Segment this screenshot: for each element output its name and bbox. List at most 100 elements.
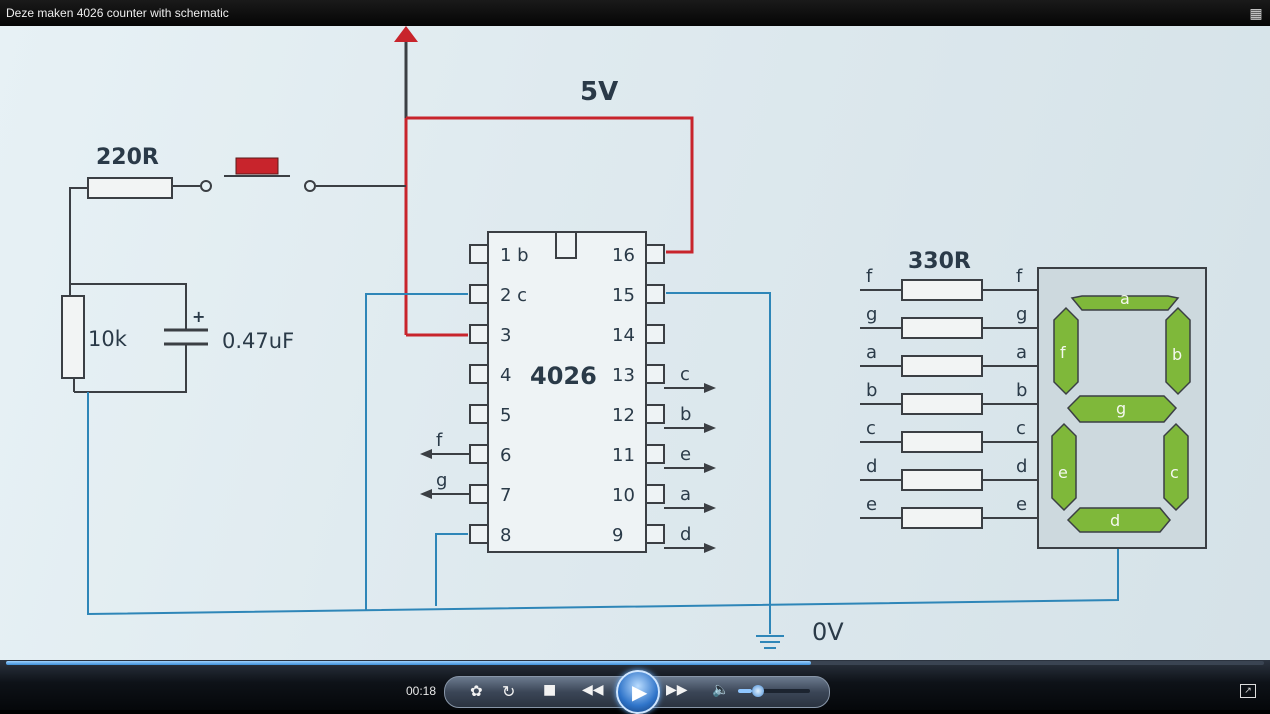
ic-pin-label: 5 [500, 405, 511, 426]
segment-label: c [1170, 463, 1179, 482]
resistor-out-label: b [1016, 380, 1027, 401]
volume-slider[interactable] [738, 685, 810, 697]
segment-b [1165, 306, 1191, 396]
segment-f [1053, 306, 1079, 396]
ic-pin-label: 2 c [500, 285, 527, 306]
push-button-icon [235, 157, 279, 175]
ic-pin-3 [469, 324, 489, 344]
output-label: c [680, 364, 690, 385]
ic-pin-9 [645, 524, 665, 544]
segment-d [1066, 507, 1171, 533]
capacitor-polarity: + [192, 307, 205, 326]
segment-label: f [1060, 343, 1066, 362]
restore-icon[interactable]: ▦ [1249, 5, 1263, 21]
ic-pin-7 [469, 484, 489, 504]
ic-name: 4026 [530, 362, 597, 390]
ic-pin-5 [469, 404, 489, 424]
arrow-left-icon [420, 489, 432, 499]
resistor-out-label: f [1016, 266, 1023, 287]
segment-label: g [1116, 399, 1126, 418]
output-label: b [680, 404, 691, 425]
ic-pin-2 [469, 284, 489, 304]
resistor-10k [61, 295, 85, 379]
arrow-right-icon [704, 383, 716, 393]
resistor-in-label: d [866, 456, 877, 477]
ic-pin-label: 13 [612, 365, 635, 386]
resistor-c [901, 431, 983, 453]
resistor-e [901, 507, 983, 529]
input-resistor-label: 220R [96, 145, 159, 170]
fullscreen-icon[interactable]: ↗ [1240, 684, 1256, 698]
seek-bar[interactable] [6, 661, 1264, 665]
resistor-in-label: e [866, 494, 877, 515]
current-time: 00:18 [406, 684, 437, 698]
play-button[interactable]: ▶ [616, 670, 660, 714]
play-icon: ▶ [632, 680, 648, 704]
arrow-right-icon [704, 463, 716, 473]
segment-e [1051, 422, 1077, 512]
ic-pin-label: 12 [612, 405, 635, 426]
resistor-a [901, 355, 983, 377]
rewind-icon[interactable]: ◀◀ [582, 682, 604, 698]
resistor-out-label: g [1016, 304, 1027, 325]
output-label: f [436, 430, 443, 451]
volume-icon[interactable]: 🔈 [712, 682, 730, 698]
ic-pin-12 [645, 404, 665, 424]
supply-label: 5V [580, 77, 618, 107]
ic-pin-13 [645, 364, 665, 384]
ic-pin-label: 4 [500, 365, 511, 386]
output-label: e [680, 444, 691, 465]
resistor-in-label: g [866, 304, 877, 325]
resistor-out-label: a [1016, 342, 1027, 363]
pulldown-resistor-label: 10k [88, 327, 128, 351]
input-network [61, 157, 406, 393]
window-title: Deze maken 4026 counter with schematic [6, 6, 229, 20]
segment-resistor-label: 330R [908, 249, 971, 274]
ic-pin-label: 10 [612, 485, 635, 506]
output-label: a [680, 484, 691, 505]
resistor-g [901, 317, 983, 339]
resistor-in-label: f [866, 266, 873, 287]
ic-pin-10 [645, 484, 665, 504]
stop-icon[interactable]: ■ [543, 682, 557, 698]
switch-view-icon[interactable]: ✿ [470, 682, 483, 700]
ic-pin-14 [645, 324, 665, 344]
resistor-out-label: e [1016, 494, 1027, 515]
volume-level [738, 689, 753, 693]
ic-pin-16 [645, 244, 665, 264]
video-frame[interactable]: 5V 220R 10k 0.47uF + [0, 26, 1270, 660]
segment-g [1066, 395, 1178, 423]
ic-pin-8 [469, 524, 489, 544]
repeat-icon[interactable]: ↻ [502, 682, 516, 701]
ic-pin-label: 8 [500, 525, 511, 546]
seek-progress [6, 661, 812, 665]
ic-pin-label: 6 [500, 445, 511, 466]
ic-pin-label: 3 [500, 325, 511, 346]
arrow-right-icon [704, 543, 716, 553]
ic-pin-6 [469, 444, 489, 464]
volume-knob[interactable] [752, 685, 765, 697]
segment-label: d [1110, 511, 1120, 530]
segment-label: e [1058, 463, 1068, 482]
schematic-drawing: 5V 220R 10k 0.47uF + [61, 26, 1207, 649]
ic-4026 [487, 231, 647, 553]
ic-pin-label: 7 [500, 485, 511, 506]
ic-pin-11 [645, 444, 665, 464]
fast-forward-icon[interactable]: ▶▶ [666, 682, 688, 698]
output-label: d [680, 524, 691, 545]
ic-pin-label: 16 [612, 245, 635, 266]
resistor-in-label: c [866, 418, 876, 439]
arrow-right-icon [704, 423, 716, 433]
ic-pin-label: 9 [612, 525, 623, 546]
title-bar: Deze maken 4026 counter with schematic ▦ [0, 0, 1270, 26]
segment-a [1070, 295, 1180, 311]
resistor-d [901, 469, 983, 491]
player-controls: 00:18 ✿ ↻ ■ ◀◀ ▶ ▶▶ 🔈 ↗ [0, 660, 1270, 714]
segment-label: a [1120, 289, 1130, 308]
ic-pin-4 [469, 364, 489, 384]
resistor-220r [87, 177, 173, 199]
ground-label: 0V [812, 618, 844, 646]
segment-label: b [1172, 345, 1182, 364]
ground-wiring [87, 292, 1119, 649]
